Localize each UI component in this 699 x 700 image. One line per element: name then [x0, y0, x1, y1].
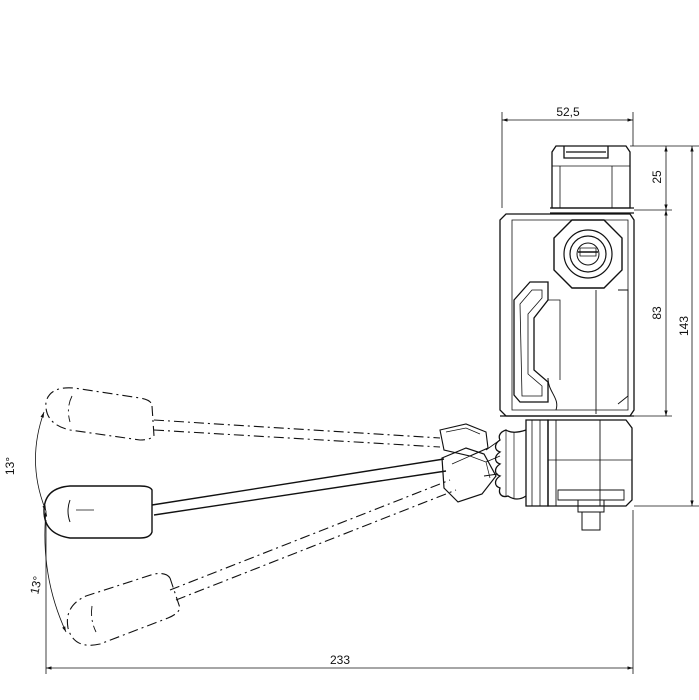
lever-middle: [43, 458, 447, 539]
dim-total-height: 143: [677, 316, 691, 336]
dim-body-height: 83: [650, 306, 664, 320]
bellows-boot: [494, 429, 527, 500]
dim-top-height: 25: [650, 170, 664, 184]
dimension-lines: [35, 112, 699, 674]
lower-section: [500, 415, 634, 531]
dim-angle-lower: 13°: [27, 575, 45, 596]
pivot-nuts: [439, 423, 501, 503]
lever-lower: [66, 479, 457, 646]
top-cap: [550, 145, 634, 214]
lever-upper: [45, 387, 441, 448]
dim-angle-upper: 13°: [3, 457, 17, 475]
dim-overall-length: 233: [330, 653, 350, 667]
valve-assembly: [43, 145, 635, 646]
dim-top-width: 52,5: [556, 105, 580, 119]
lever-collar: [525, 419, 549, 507]
main-body: [499, 213, 635, 417]
